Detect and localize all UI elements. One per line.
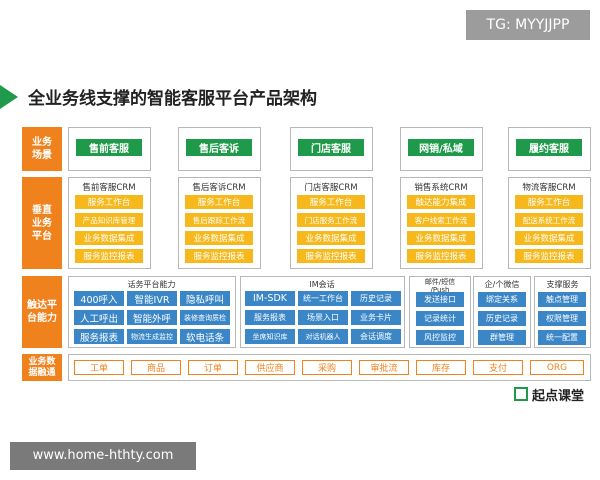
capability-cell: 坐席知识库 (245, 329, 295, 344)
data-integration-panel: 工单 商品 订单 供应商 采购 审批流 库存 支付 ORG (68, 354, 591, 381)
crm-item: 业务数据集成 (297, 231, 365, 245)
scene-item: 网销/私域 (408, 139, 474, 156)
watermark-bottom: www.home-hthty.com (10, 442, 196, 470)
capability-cell: 物流生成监控 (127, 329, 177, 344)
capability-cell: 记录统计 (416, 311, 464, 326)
capability-cell: 会话调度 (351, 329, 401, 344)
crm-item: 服务监控报表 (407, 249, 475, 263)
capability-cell: 统一工作台 (298, 291, 348, 306)
capability-cell: 触点管理 (538, 292, 586, 307)
data-item: 库存 (416, 360, 466, 375)
capability-cell: 历史记录 (478, 311, 526, 326)
scene-panel: 售后客诉 (178, 127, 261, 171)
crm-item: 服务监控报表 (297, 249, 365, 263)
crm-item: 触达能力集成 (407, 195, 475, 209)
support-services-title: 支撑服务 (546, 280, 579, 289)
wechat-panel: 企/个微信 绑定关系 历史记录 群管理 (473, 276, 531, 348)
capability-cell: 智能外呼 (127, 310, 177, 325)
data-item: 支付 (473, 360, 523, 375)
capability-cell: 发送接口 (416, 292, 464, 307)
crm-item: 服务工作台 (185, 195, 253, 209)
crm-panel: 物流客服CRM 服务工作台 配送系统工作流 业务数据集成 服务监控报表 (508, 177, 591, 269)
crm-title: 售后客诉CRM (192, 183, 246, 193)
crm-title: 门店客服CRM (304, 183, 358, 193)
crm-item: 配送系统工作流 (515, 213, 583, 227)
crm-item: 门店服务工作流 (297, 213, 365, 227)
crm-title: 销售系统CRM (414, 183, 468, 193)
crm-item: 产品知识库管理 (75, 213, 143, 227)
wechat-title: 企/个微信 (484, 280, 520, 289)
capability-cell: 软电话条 (180, 329, 230, 344)
crm-item: 售后跟踪工作流 (185, 213, 253, 227)
capability-cell: 绑定关系 (478, 292, 526, 307)
capability-cell: 场景入口 (298, 310, 348, 325)
support-services-panel: 支撑服务 触点管理 权限管理 统一配置 (534, 276, 591, 348)
capability-cell: 服务报表 (74, 329, 124, 344)
crm-item: 业务数据集成 (407, 231, 475, 245)
crm-item: 服务监控报表 (185, 249, 253, 263)
scene-item: 售前客服 (76, 139, 142, 156)
capability-cell: 装修查询质检 (180, 310, 230, 325)
data-item: 供应商 (245, 360, 295, 375)
scene-panel: 履约客服 (508, 127, 591, 171)
capability-cell: 统一配置 (538, 330, 586, 345)
logo-text: 起点课堂 (532, 389, 585, 404)
capability-cell: 群管理 (478, 330, 526, 345)
crm-item: 服务工作台 (297, 195, 365, 209)
crm-panel: 售前客服CRM 服务工作台 产品知识库管理 业务数据集成 服务监控报表 (68, 177, 151, 269)
data-item: 采购 (302, 360, 352, 375)
crm-item: 业务数据集成 (75, 231, 143, 245)
voice-platform-title: 话务平台能力 (127, 280, 176, 289)
scene-item: 售后客诉 (186, 139, 252, 156)
row-label-crm: 垂直 业务 平台 (22, 177, 62, 269)
message-push-panel: 邮件/短信 /Push 发送接口 记录统计 风控监控 (409, 276, 471, 348)
data-item: 审批流 (359, 360, 409, 375)
scene-item: 履约客服 (516, 139, 582, 156)
row-label-scene: 业务 场景 (22, 127, 62, 171)
im-session-title: IM会话 (309, 280, 335, 289)
crm-item: 服务工作台 (75, 195, 143, 209)
data-item: 工单 (74, 360, 124, 375)
logo-icon (514, 387, 528, 401)
capability-cell: 业务卡片 (351, 310, 401, 325)
capability-cell: 风控监控 (416, 330, 464, 345)
row-label-data: 业务数 据融通 (22, 354, 62, 381)
scene-panel: 售前客服 (68, 127, 151, 171)
capability-cell: 服务报表 (245, 310, 295, 325)
page-title: 全业务线支撑的智能客服平台产品架构 (28, 89, 317, 109)
scene-panel: 门店客服 (290, 127, 373, 171)
row-label-capability: 触达平 台能力 (22, 276, 62, 348)
watermark-top: TG: MYYJJPP (466, 10, 590, 40)
crm-item: 客户线索工作流 (407, 213, 475, 227)
im-session-panel: IM会话 IM-SDK 统一工作台 历史记录 服务报表 场景入口 业务卡片 坐席… (240, 276, 405, 348)
scene-panel: 网销/私域 (400, 127, 483, 171)
crm-item: 服务工作台 (515, 195, 583, 209)
capability-cell: 隐私呼叫 (180, 291, 230, 306)
crm-title: 物流客服CRM (522, 183, 576, 193)
voice-platform-panel: 话务平台能力 400呼入 智能IVR 隐私呼叫 人工呼出 智能外呼 装修查询质检… (68, 276, 236, 348)
crm-panel: 门店客服CRM 服务工作台 门店服务工作流 业务数据集成 服务监控报表 (290, 177, 373, 269)
title-arrow-icon (0, 85, 18, 109)
crm-item: 业务数据集成 (515, 231, 583, 245)
crm-item: 服务监控报表 (75, 249, 143, 263)
capability-cell: 智能IVR (127, 291, 177, 306)
data-item: 订单 (188, 360, 238, 375)
capability-cell: 400呼入 (74, 291, 124, 306)
crm-panel: 售后客诉CRM 服务工作台 售后跟踪工作流 业务数据集成 服务监控报表 (178, 177, 261, 269)
crm-panel: 销售系统CRM 触达能力集成 客户线索工作流 业务数据集成 服务监控报表 (400, 177, 483, 269)
crm-item: 服务监控报表 (515, 249, 583, 263)
crm-item: 业务数据集成 (185, 231, 253, 245)
data-item: ORG (530, 360, 584, 375)
crm-title: 售前客服CRM (82, 183, 136, 193)
capability-cell: 历史记录 (351, 291, 401, 306)
capability-cell: 对话机器人 (298, 329, 348, 344)
capability-cell: IM-SDK (245, 291, 295, 306)
capability-cell: 权限管理 (538, 311, 586, 326)
message-push-title: 邮件/短信 /Push (424, 278, 456, 294)
capability-cell: 人工呼出 (74, 310, 124, 325)
scene-item: 门店客服 (298, 139, 364, 156)
data-item: 商品 (131, 360, 181, 375)
